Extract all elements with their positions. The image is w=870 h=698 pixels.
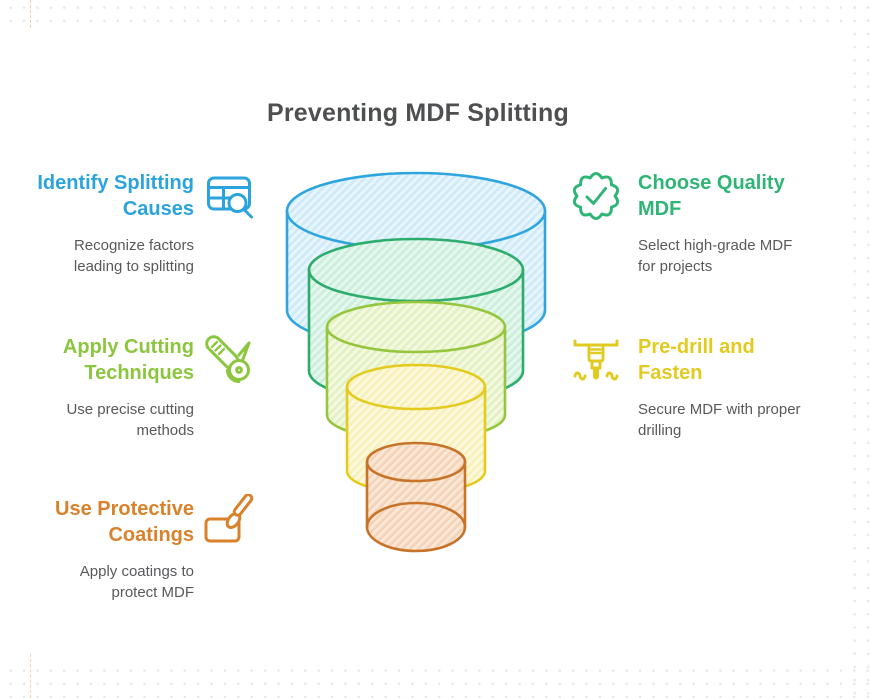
accent-dashed-line-bottom [30, 654, 31, 698]
step-description: Use precise cutting methods [66, 401, 194, 439]
funnel-layer-5 [365, 441, 467, 553]
step-description: Recognize factors leading to splitting [73, 237, 194, 275]
dot-grid-right [846, 0, 870, 698]
accent-dashed-line-top [30, 0, 31, 28]
step-pre-drill-and-fasten: Pre-drill and Fasten Secure MDF with pro… [568, 332, 848, 441]
dot-grid-bottom [0, 660, 870, 698]
jackhammer-icon [568, 332, 624, 394]
step-heading: Pre-drill and Fasten [638, 336, 755, 384]
step-heading: Apply Cutting Techniques [62, 336, 194, 384]
paintbrush-icon [202, 493, 258, 556]
step-description: Apply coatings to protect MDF [79, 563, 194, 601]
angle-grinder-icon [202, 332, 258, 394]
table-search-icon [202, 168, 258, 230]
step-heading: Choose Quality MDF [638, 172, 785, 220]
step-description: Select high-grade MDF for projects [638, 237, 793, 275]
step-description: Secure MDF with proper drilling [638, 401, 801, 439]
step-choose-quality-mdf: Choose Quality MDF Select high-grade MDF… [568, 168, 848, 277]
funnel-diagram [285, 171, 547, 553]
step-heading: Identify Splitting Causes [37, 172, 194, 220]
step-apply-cutting-techniques: Apply Cutting Techniques Use precise cut… [6, 332, 258, 441]
dot-grid-top [0, 0, 870, 22]
step-use-protective-coatings: Use Protective Coatings Apply coatings t… [6, 493, 258, 603]
step-identify-splitting-causes: Identify Splitting Causes Recognize fact… [6, 168, 258, 277]
step-heading: Use Protective Coatings [55, 498, 194, 546]
page-title: Preventing MDF Splitting [266, 98, 570, 127]
badge-check-icon [568, 168, 624, 230]
